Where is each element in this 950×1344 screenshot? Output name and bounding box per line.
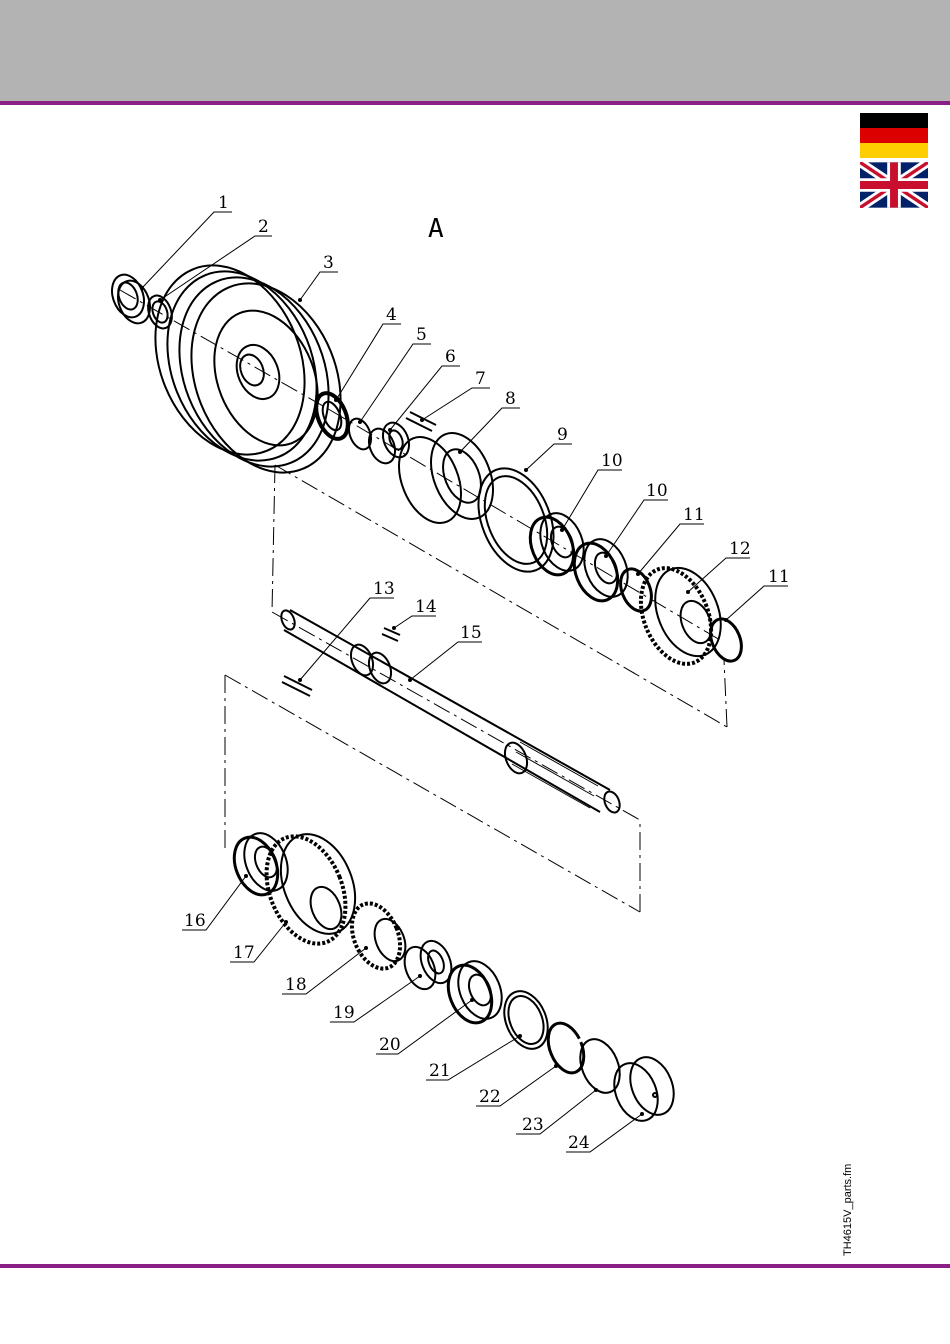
callout-number: 20 [379,1035,401,1055]
callout-number: 22 [479,1087,501,1107]
part-17-gear [252,823,369,955]
callout-number: 14 [415,597,437,617]
callout-number: 11 [768,567,790,587]
part-18-gear [343,896,411,976]
callout-number: 11 [683,505,705,525]
callout-number: 15 [460,623,482,643]
part-1-bearing [106,270,155,328]
callout-number: 12 [729,539,751,559]
callout-number: 1 [218,193,229,213]
callout-number: 19 [333,1003,355,1023]
callout-number: 2 [258,217,269,237]
callout-number: 13 [373,579,395,599]
callout-number: 10 [646,481,668,501]
callout-number: 21 [429,1061,451,1081]
callout-number: 7 [475,369,486,389]
part-14-key [382,628,400,641]
callout-number: 4 [386,305,397,325]
part-15-shaft [279,608,623,814]
callout-number: 16 [184,911,206,931]
callout-number: 18 [285,975,307,995]
part-16-bearing [226,827,296,902]
callout-number: 8 [505,389,516,409]
callout-number: 23 [522,1115,544,1135]
callout-number: 9 [557,425,568,445]
part-22-circlip [541,1018,590,1078]
callout-number: 10 [601,451,623,471]
part-3-pulley [128,243,367,495]
callout-number: 6 [445,347,456,367]
callout-numbers: 1 2 3 4 5 6 7 8 9 10 10 11 12 11 13 14 1… [184,193,790,1153]
callout-number: 5 [416,325,427,345]
callout-number: 17 [233,943,255,963]
part-13-key [282,676,312,696]
callout-number: 3 [323,253,334,273]
callout-number: 24 [568,1133,590,1153]
